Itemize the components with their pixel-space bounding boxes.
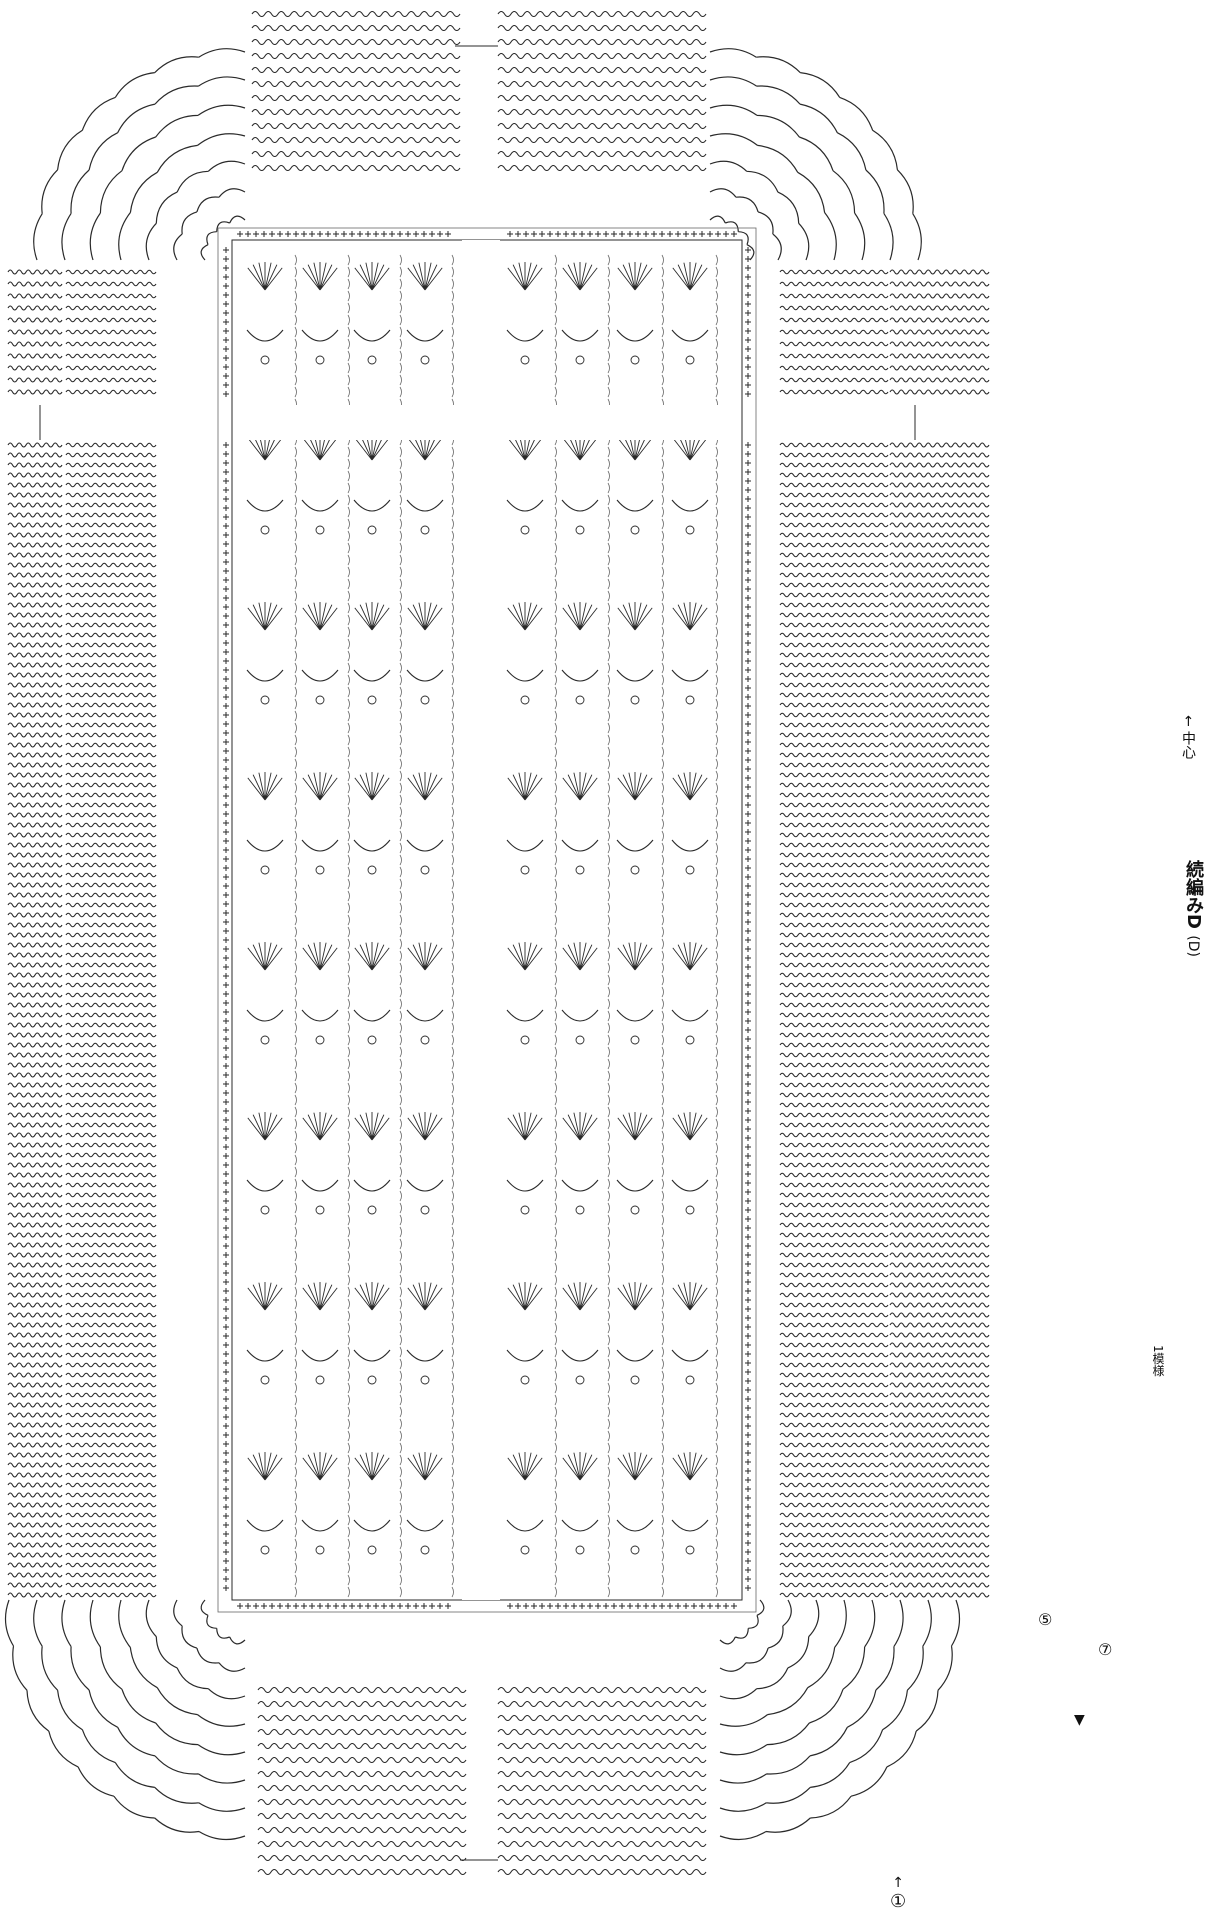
center-label: ← 中心 xyxy=(1178,715,1198,759)
upper-gap-band xyxy=(240,405,740,440)
round-marker-1: ↑ ① xyxy=(890,1875,906,1912)
center-label-text: 中心 xyxy=(1180,731,1196,759)
chart-title-suffix: (D) xyxy=(1185,935,1201,957)
join-marker: ▼ xyxy=(1074,1712,1085,1728)
round-marker-5-text: ⑤ xyxy=(1038,1610,1052,1629)
repeat-label-text: 1模様 xyxy=(1151,1345,1165,1377)
round-marker-1-text: ① xyxy=(890,1891,906,1912)
plus-stitch-row xyxy=(507,1603,737,1609)
round-marker-5: ⑤ xyxy=(1038,1610,1052,1629)
center-gap-band xyxy=(462,240,500,1600)
center-arrow-icon: ← xyxy=(1180,715,1196,727)
round-marker-7-text: ⑦ xyxy=(1098,1640,1112,1659)
repeat-label: 1模様 xyxy=(1150,1345,1167,1377)
join-marker-text: ▼ xyxy=(1074,1712,1085,1728)
chart-title-text: 続編みD xyxy=(1183,860,1204,929)
round-1-arrow-icon: ↑ xyxy=(890,1875,906,1891)
chart-title: 続編みD (D) xyxy=(1180,860,1206,957)
round-marker-7: ⑦ xyxy=(1098,1640,1112,1659)
plus-stitch-row xyxy=(507,231,737,237)
